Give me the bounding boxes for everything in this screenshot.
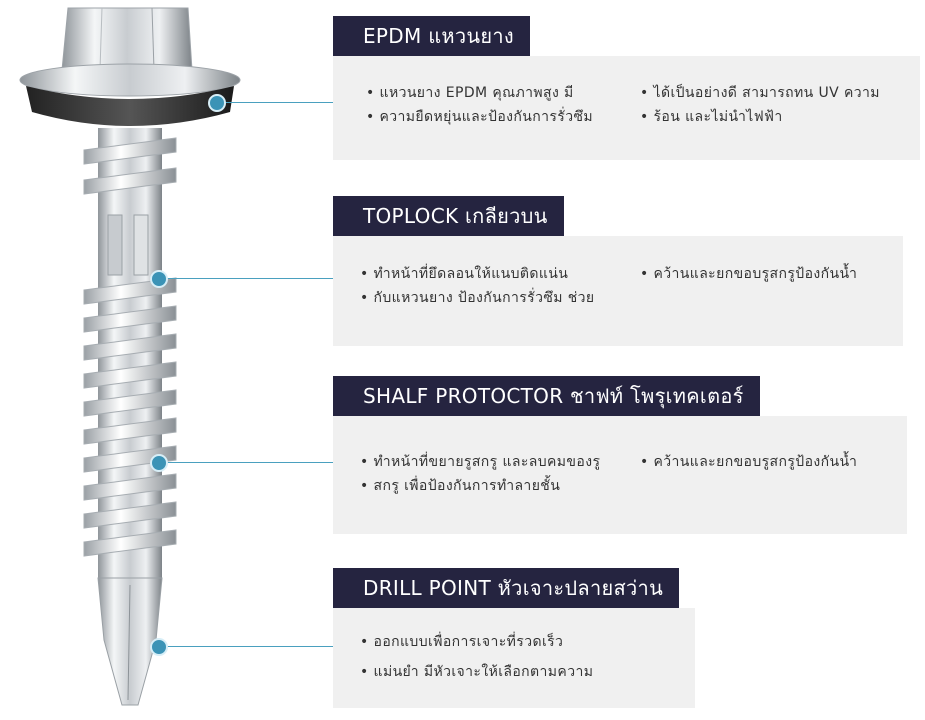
desc-drill-point-col1: ออกแบบเพื่อการเจาะที่รวดเร็ว แม่นยำ มีหั… xyxy=(360,630,593,684)
desc-toplock-col1: ทำหน้าที่ยึดลอนให้แนบติดแน่น กับแหวนยาง … xyxy=(360,262,595,310)
desc-line: ร้อน และไม่นำไฟฟ้า xyxy=(640,105,880,129)
marker-dot-toplock xyxy=(150,270,168,288)
leader-line-toplock xyxy=(160,278,333,279)
leader-line-epdm xyxy=(218,102,333,103)
desc-line: กับแหวนยาง ป้องกันการรั่วซึม ช่วย xyxy=(360,286,595,310)
marker-dot-drill-point xyxy=(150,638,168,656)
desc-line: ทำหน้าที่ยึดลอนให้แนบติดแน่น xyxy=(360,262,594,286)
desc-line: คว้านและยกขอบรูสกรูป้องกันน้ำ xyxy=(640,262,857,286)
leader-line-shaft-protector xyxy=(160,462,333,463)
hex-head xyxy=(61,7,193,71)
desc-shaft-protector-col2: คว้านและยกขอบรูสกรูป้องกันน้ำ xyxy=(640,450,857,474)
desc-line: ทำหน้าที่ขยายรูสกรู และลบคมของรู xyxy=(360,450,600,474)
marker-dot-epdm xyxy=(208,94,226,112)
title-toplock: TOPLOCK เกลียวบน xyxy=(333,196,564,236)
desc-line: คว้านและยกขอบรูสกรูป้องกันน้ำ xyxy=(640,450,857,474)
threads xyxy=(83,137,177,557)
desc-line: แหวนยาง EPDM คุณภาพสูง มี xyxy=(366,81,593,105)
desc-toplock-col2: คว้านและยกขอบรูสกรูป้องกันน้ำ xyxy=(640,262,857,286)
epdm-washer xyxy=(26,86,234,126)
drill-point xyxy=(97,577,163,706)
desc-line: ความยืดหยุ่นและป้องกันการรั่วซึม xyxy=(366,105,593,129)
title-drill-point: DRILL POINT หัวเจาะปลายสว่าน xyxy=(333,568,680,608)
title-shaft-protector: SHALF PROTOCTOR ชาฟท์ โพรุเทคเตอร์ xyxy=(333,376,760,416)
desc-line: ออกแบบเพื่อการเจาะที่รวดเร็ว xyxy=(360,630,593,654)
desc-epdm-col2: ได้เป็นอย่างดี สามารถทน UV ความ ร้อน และ… xyxy=(640,81,880,129)
desc-line: แม่นยำ มีหัวเจาะให้เลือกตามความ xyxy=(360,660,593,684)
desc-epdm-col1: แหวนยาง EPDM คุณภาพสูง มี ความยืดหยุ่นแล… xyxy=(366,81,593,129)
desc-line: ได้เป็นอย่างดี สามารถทน UV ความ xyxy=(640,81,880,105)
title-epdm: EPDM แหวนยาง xyxy=(333,16,531,56)
desc-line: สกรู เพื่อป้องกันการทำลายชั้น xyxy=(360,474,600,498)
desc-shaft-protector-col1: ทำหน้าที่ขยายรูสกรู และลบคมของรู สกรู เพ… xyxy=(360,450,600,498)
marker-dot-shaft-protector xyxy=(150,454,168,472)
leader-line-drill-point xyxy=(160,646,333,647)
panel-drill-point xyxy=(333,608,695,708)
